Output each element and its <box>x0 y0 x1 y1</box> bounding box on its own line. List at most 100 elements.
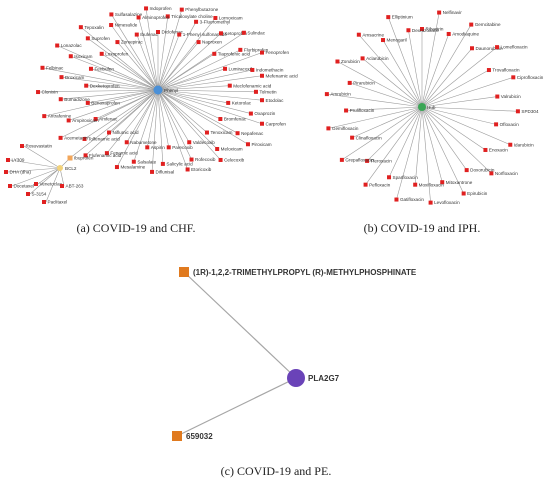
drug-label-b: Doxorubicin <box>470 168 495 173</box>
edge-a <box>60 89 159 139</box>
drug-node-b <box>486 68 491 73</box>
edge-a <box>157 89 238 134</box>
drug-node <box>58 135 63 140</box>
drug-node <box>144 6 149 11</box>
drug-label: Antrafenine <box>48 114 72 119</box>
drug-node-sub <box>42 200 46 204</box>
edge-b <box>421 69 490 108</box>
drug-label: Aspirin <box>151 145 165 150</box>
panel-c-caption: (c) COVID-19 and PE. <box>221 464 332 478</box>
drug-label: Sulindac <box>247 30 265 35</box>
drug-node <box>166 145 171 150</box>
drug-node <box>260 73 264 78</box>
edge-a <box>38 89 159 93</box>
drug-node <box>55 43 60 48</box>
edge-a <box>87 89 159 104</box>
drug-node <box>245 142 250 147</box>
edge-a <box>157 89 188 170</box>
edge-b <box>421 106 443 183</box>
drug-label: Nepafenac <box>241 131 264 136</box>
drug-label-b: Lomefloxacin <box>501 45 529 50</box>
drug-label-b: Zorubicin <box>341 59 360 64</box>
drug-label-b: Ribavirin <box>426 27 444 32</box>
drug-node <box>134 32 139 37</box>
drug-label-b: Pirarubicin <box>353 80 375 85</box>
drug-label-sub: Paclitaxel <box>48 200 68 205</box>
drug-node <box>131 159 136 164</box>
drug-label: Loxoprofen <box>105 51 128 56</box>
edge-c-2 <box>176 377 297 437</box>
drug-node-b <box>515 109 520 114</box>
drug-label-b: Amsacrine <box>362 32 384 37</box>
drug-node <box>248 111 253 116</box>
edge-b <box>421 96 498 108</box>
drug-label: Rofecoxib <box>195 157 216 162</box>
drug-label: Etodolac <box>266 98 285 103</box>
drug-label-b: Idarubicin <box>514 142 534 147</box>
edge-b <box>346 106 423 111</box>
edge-b <box>396 106 423 200</box>
drug-node-b <box>406 28 411 33</box>
drug-label: Piroxicam <box>251 142 271 147</box>
edge-b <box>388 106 423 178</box>
drug-label-trimethylpropyl: (1R)-1,2,2-TRIMETHYLPROPYL (R)-METHYLPHO… <box>193 268 417 277</box>
drug-label: Felbinac <box>46 65 64 70</box>
drug-label-b: Gemifloxacin <box>332 126 359 131</box>
drug-node <box>78 25 83 30</box>
drug-node <box>145 145 150 150</box>
edge-b <box>408 30 423 108</box>
edge-a <box>157 53 215 91</box>
drug-node <box>218 117 223 121</box>
drug-label: Lornoxicam <box>219 16 243 21</box>
edge-b <box>421 48 473 108</box>
drug-label-b: Gemcitabine <box>475 22 501 27</box>
drug-node-b <box>413 182 418 187</box>
drug-node <box>215 146 220 151</box>
drug-node <box>189 157 194 162</box>
edge-b <box>387 17 423 108</box>
drug-node-b <box>365 158 370 163</box>
edge-b <box>328 106 423 129</box>
drug-node <box>196 40 201 45</box>
drug-label: Ketoprofen <box>224 31 247 36</box>
edge-a <box>60 89 159 100</box>
edge-a <box>110 24 159 91</box>
panel-a-caption: (a) COVID-19 and CHF. <box>76 221 195 235</box>
drug-node <box>260 98 264 103</box>
drug-node-b <box>350 135 355 140</box>
edge-a <box>42 67 159 91</box>
edge-a-sub <box>37 167 61 185</box>
drug-node <box>179 7 184 12</box>
edge-a <box>157 33 222 91</box>
edge-b <box>414 106 423 185</box>
drug-label: Amfenac <box>99 117 118 122</box>
drug-node <box>241 30 246 35</box>
edge-b <box>421 33 449 108</box>
drug-node-b <box>440 180 445 185</box>
edge-a <box>157 41 199 91</box>
drug-node-b <box>324 92 329 97</box>
drug-node-b <box>437 10 442 15</box>
edge-a <box>106 89 159 154</box>
drug-label: Tricaloxylate choline <box>171 14 213 19</box>
drug-node <box>150 169 155 174</box>
drug-label-b: Amrubicin <box>330 92 351 97</box>
drug-node <box>136 15 141 20</box>
edge-a <box>157 89 218 150</box>
edge-a <box>157 17 216 91</box>
drug-node <box>114 165 119 170</box>
drug-label-sub: Docetaxel <box>14 184 34 189</box>
edge-a <box>70 55 159 91</box>
drug-node-b <box>326 126 331 131</box>
edge-a <box>157 89 190 143</box>
drug-label: Tolmetin <box>259 89 277 94</box>
edge-a <box>157 52 263 91</box>
drug-node-b <box>394 197 399 202</box>
drug-node <box>104 151 109 156</box>
drug-label: Bromfenac <box>224 117 247 122</box>
drug-node <box>238 47 243 52</box>
edge-b <box>421 106 464 194</box>
hub-node-pla2g7 <box>287 369 305 387</box>
edge-a <box>157 34 180 91</box>
drug-node <box>109 12 114 17</box>
